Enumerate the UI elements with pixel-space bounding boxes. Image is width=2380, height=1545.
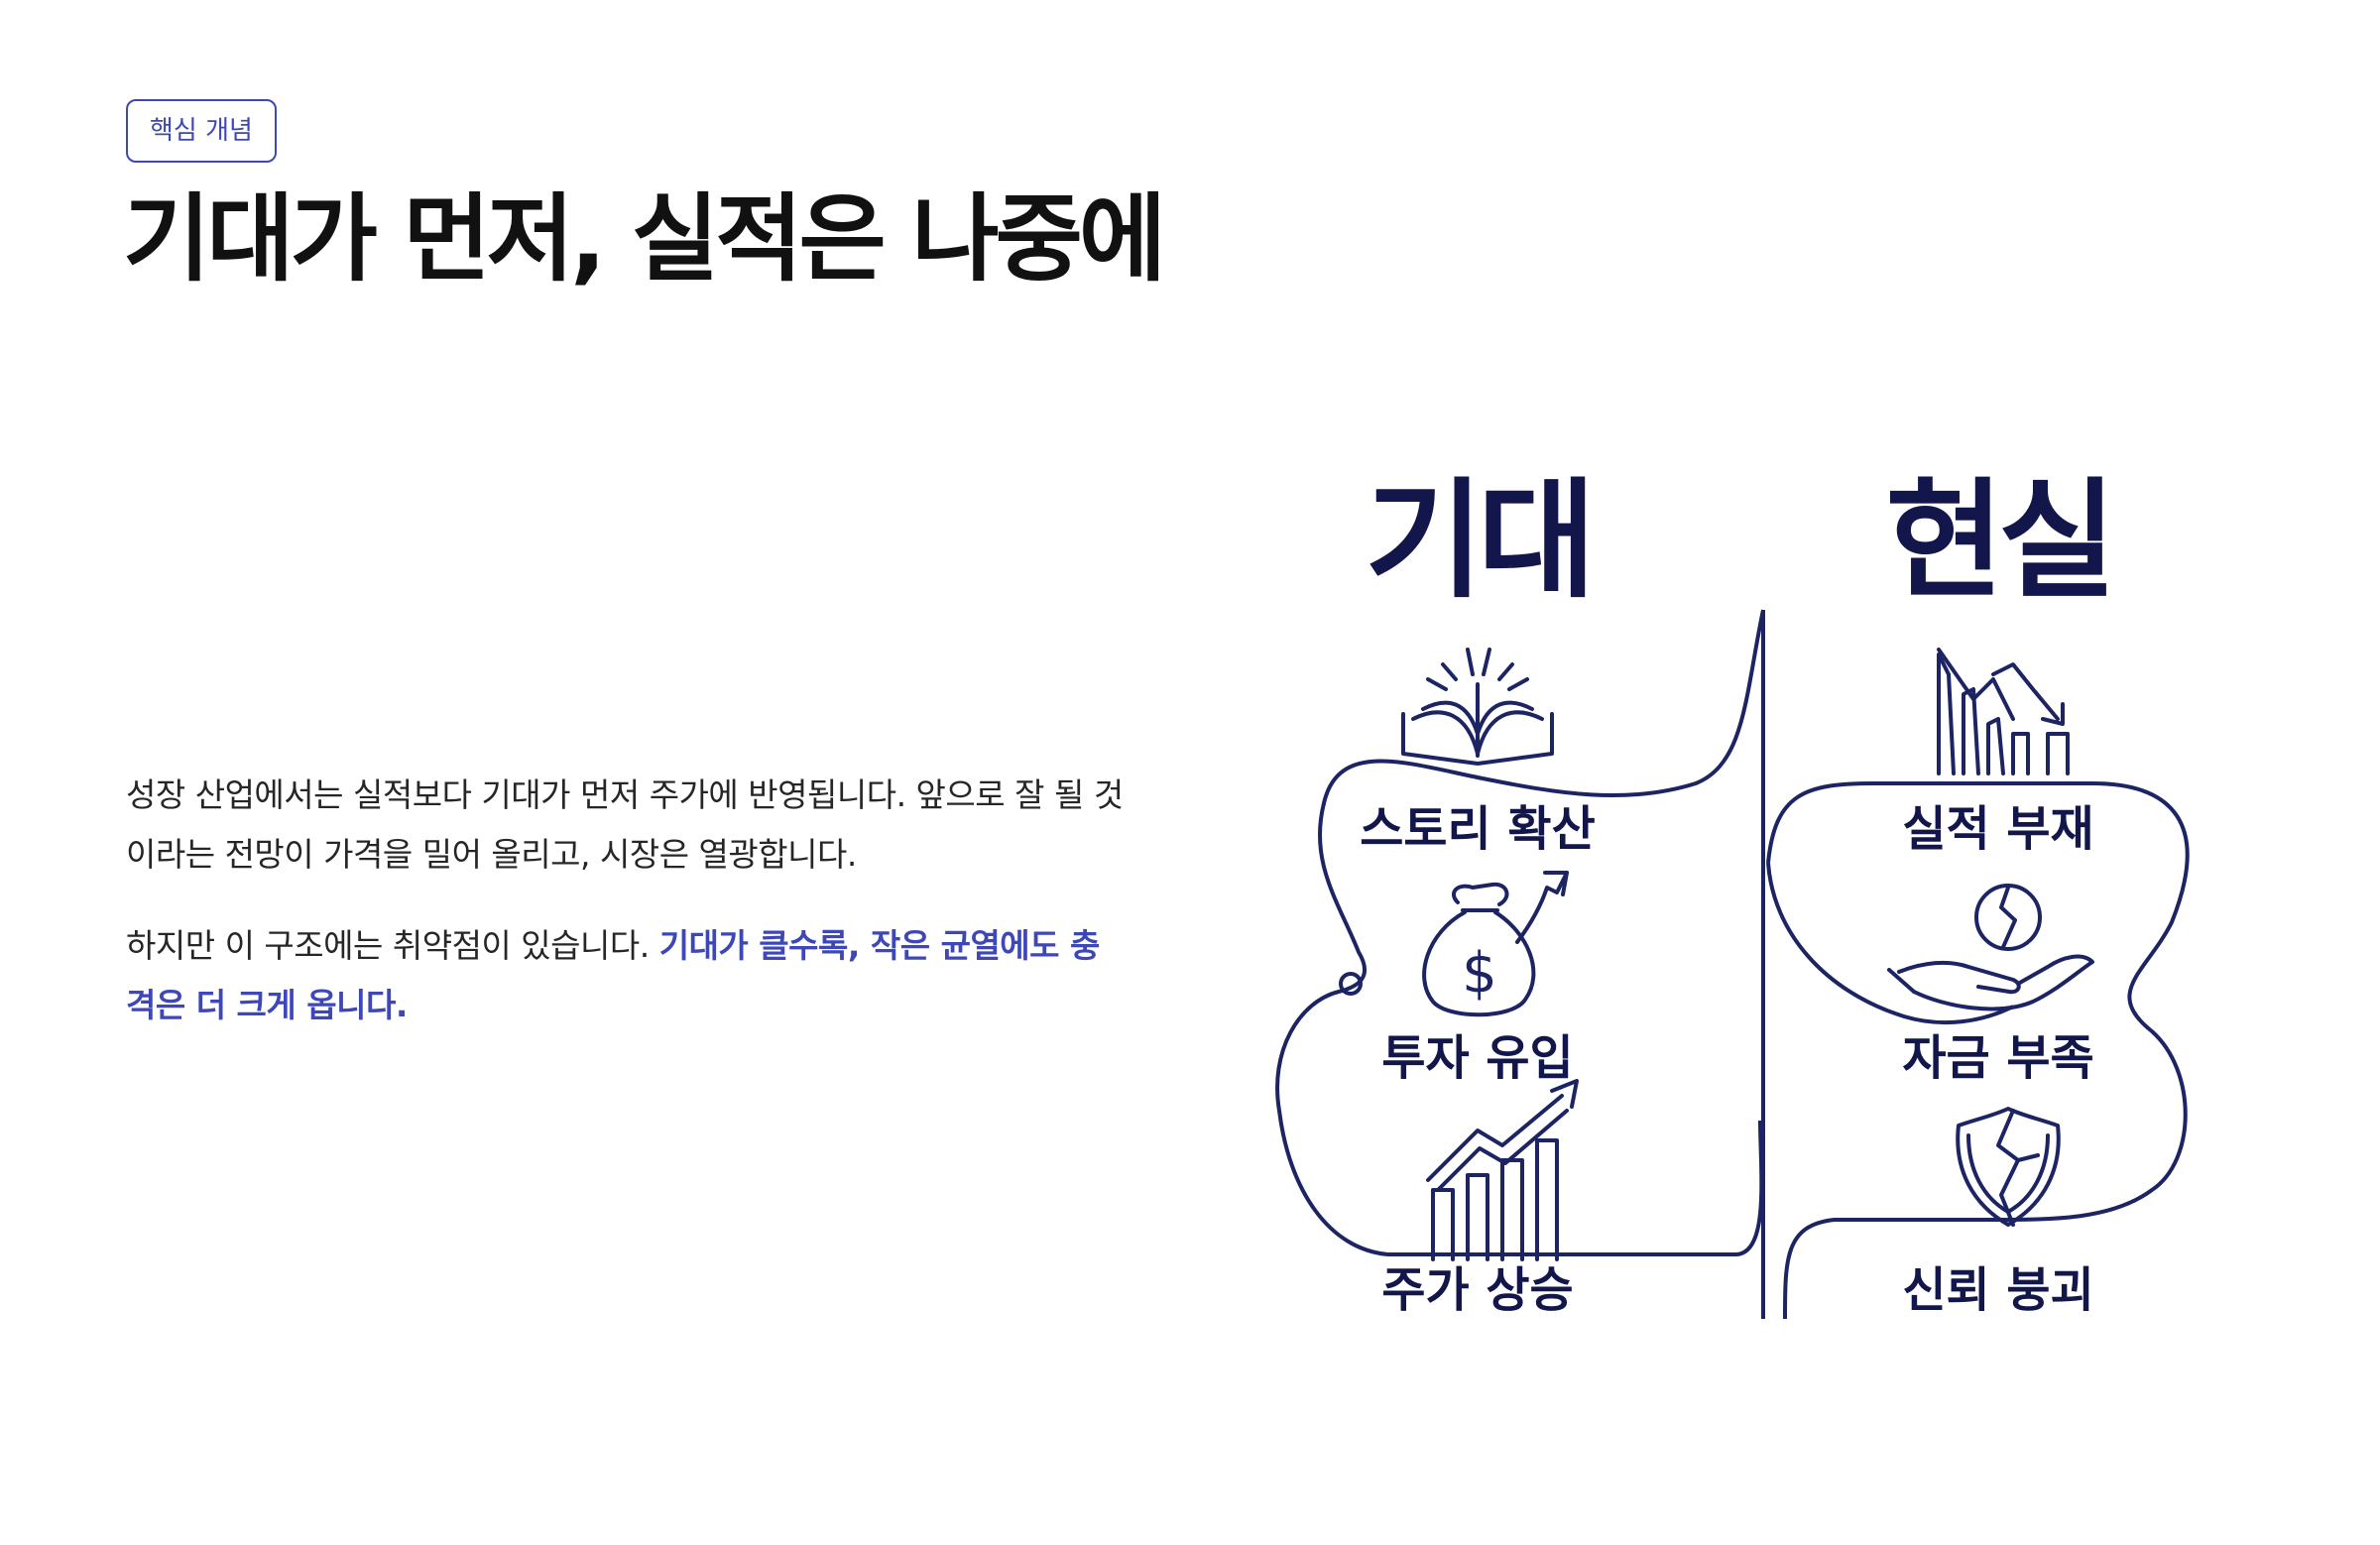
loop-knot xyxy=(1339,972,1363,996)
broken-coin-hand-icon xyxy=(1887,884,2094,1011)
concept-badge: 핵심 개념 xyxy=(126,99,277,163)
open-book-icon xyxy=(1401,648,1554,766)
svg-text:$: $ xyxy=(1462,941,1497,1006)
falling-chart-icon xyxy=(1937,648,2070,775)
page-title: 기대가 먼저, 실적은 나중에 xyxy=(123,183,1166,295)
rising-chart-icon xyxy=(1426,1079,1579,1261)
expectation-reality-illustration: 기대 현실 스토리 확산 $ 투자 유입 xyxy=(1230,436,2221,1359)
body-text: 성장 산업에서는 실적보다 기대가 먼저 주가에 반영됩니다. 앞으로 잘 될 … xyxy=(126,766,1128,1067)
right-label-3: 신뢰 붕괴 xyxy=(1902,1262,2093,1318)
paragraph-2: 하지만 이 구조에는 취약점이 있습니다. 기대가 클수록, 작은 균열에도 충… xyxy=(126,916,1128,1035)
right-inner-curve xyxy=(1766,862,2014,1025)
right-label-2: 자금 부족 xyxy=(1902,1030,2093,1086)
heading-reality: 현실 xyxy=(1885,465,2110,616)
left-label-1: 스토리 확산 xyxy=(1360,801,1596,857)
money-bag-icon: $ xyxy=(1422,871,1569,1017)
left-label-2: 투자 유입 xyxy=(1381,1030,1573,1086)
paragraph-1: 성장 산업에서는 실적보다 기대가 먼저 주가에 반영됩니다. 앞으로 잘 될 … xyxy=(126,775,1124,874)
left-label-3: 주가 상승 xyxy=(1381,1262,1573,1318)
heading-expectation: 기대 xyxy=(1365,465,1590,616)
illustration-svg: 기대 현실 스토리 확산 $ 투자 유입 xyxy=(1275,465,2190,1320)
left-flow-line xyxy=(1275,609,1765,1256)
right-flow-line xyxy=(1766,781,2190,1320)
paragraph-2-highlight: 기대가 클수록, 작은 균열에도 충격은 더 크게 옵니다. xyxy=(126,926,1100,1024)
cracked-shield-icon xyxy=(1956,1107,2061,1227)
right-label-1: 실적 부재 xyxy=(1902,801,2093,857)
paragraph-2-plain: 하지만 이 구조에는 취약점이 있습니다. xyxy=(126,926,659,965)
